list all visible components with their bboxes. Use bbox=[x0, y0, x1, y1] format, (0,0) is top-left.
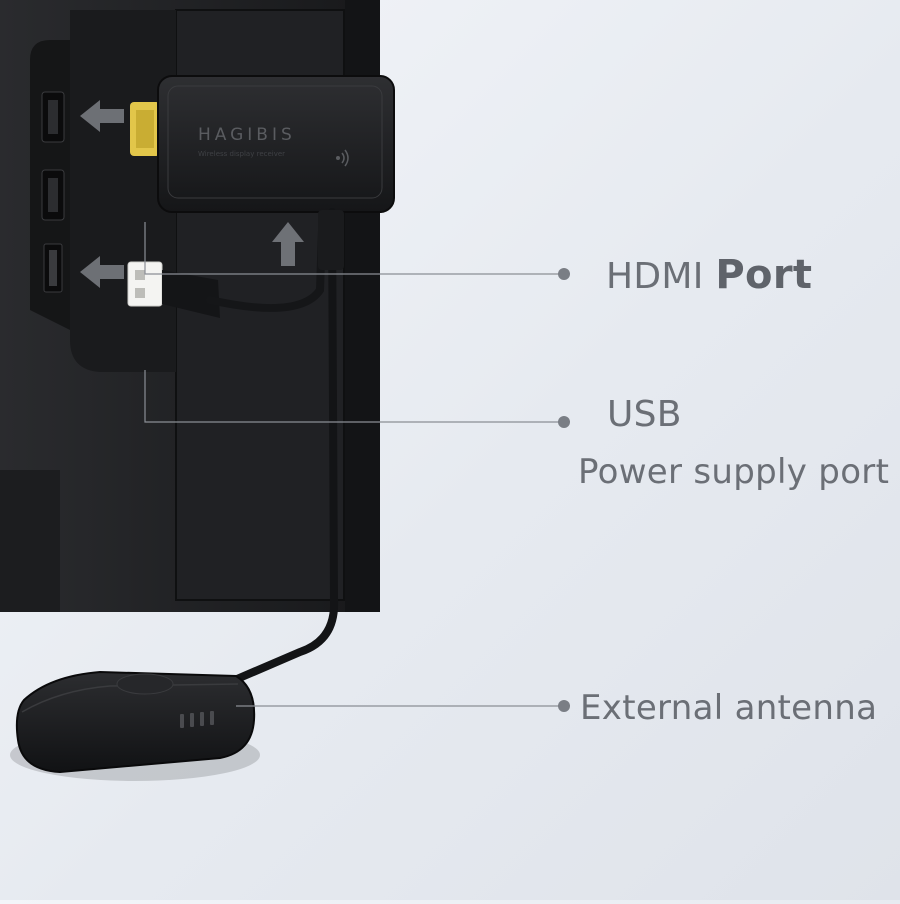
antenna-cable bbox=[226, 208, 339, 686]
arrow-left-icon bbox=[80, 100, 124, 132]
wireless-signal-icon bbox=[336, 149, 349, 167]
hdmi-dongle: HAGIBIS Wireless display receiver bbox=[157, 75, 395, 213]
usb-plug bbox=[127, 261, 220, 318]
usb-port bbox=[43, 243, 63, 293]
external-antenna-label: External antenna bbox=[580, 688, 878, 728]
hdmi-port-1 bbox=[41, 91, 65, 143]
usb-label: USB bbox=[607, 394, 682, 435]
leader-lines bbox=[144, 222, 562, 707]
arrow-up-icon bbox=[272, 222, 304, 266]
power-supply-port-label: Power supply port bbox=[578, 452, 890, 492]
device-subtext: Wireless display receiver bbox=[198, 150, 285, 158]
hdmi-port-label: HDMI Port bbox=[606, 252, 812, 298]
antenna-callout-dot bbox=[558, 700, 570, 712]
brand-logo: HAGIBIS bbox=[198, 125, 296, 145]
hdmi-connector bbox=[130, 102, 160, 156]
usb-cable bbox=[206, 226, 326, 312]
external-antenna bbox=[10, 670, 260, 781]
hdmi-label-bold: Port bbox=[715, 252, 813, 298]
hdmi-label-text: HDMI bbox=[606, 256, 716, 297]
cable-strain-relief bbox=[318, 210, 344, 270]
arrow-left-icon bbox=[80, 256, 124, 288]
hdmi-port-2 bbox=[41, 169, 65, 221]
usb-callout-dot bbox=[558, 416, 570, 428]
hdmi-callout-dot bbox=[558, 268, 570, 280]
